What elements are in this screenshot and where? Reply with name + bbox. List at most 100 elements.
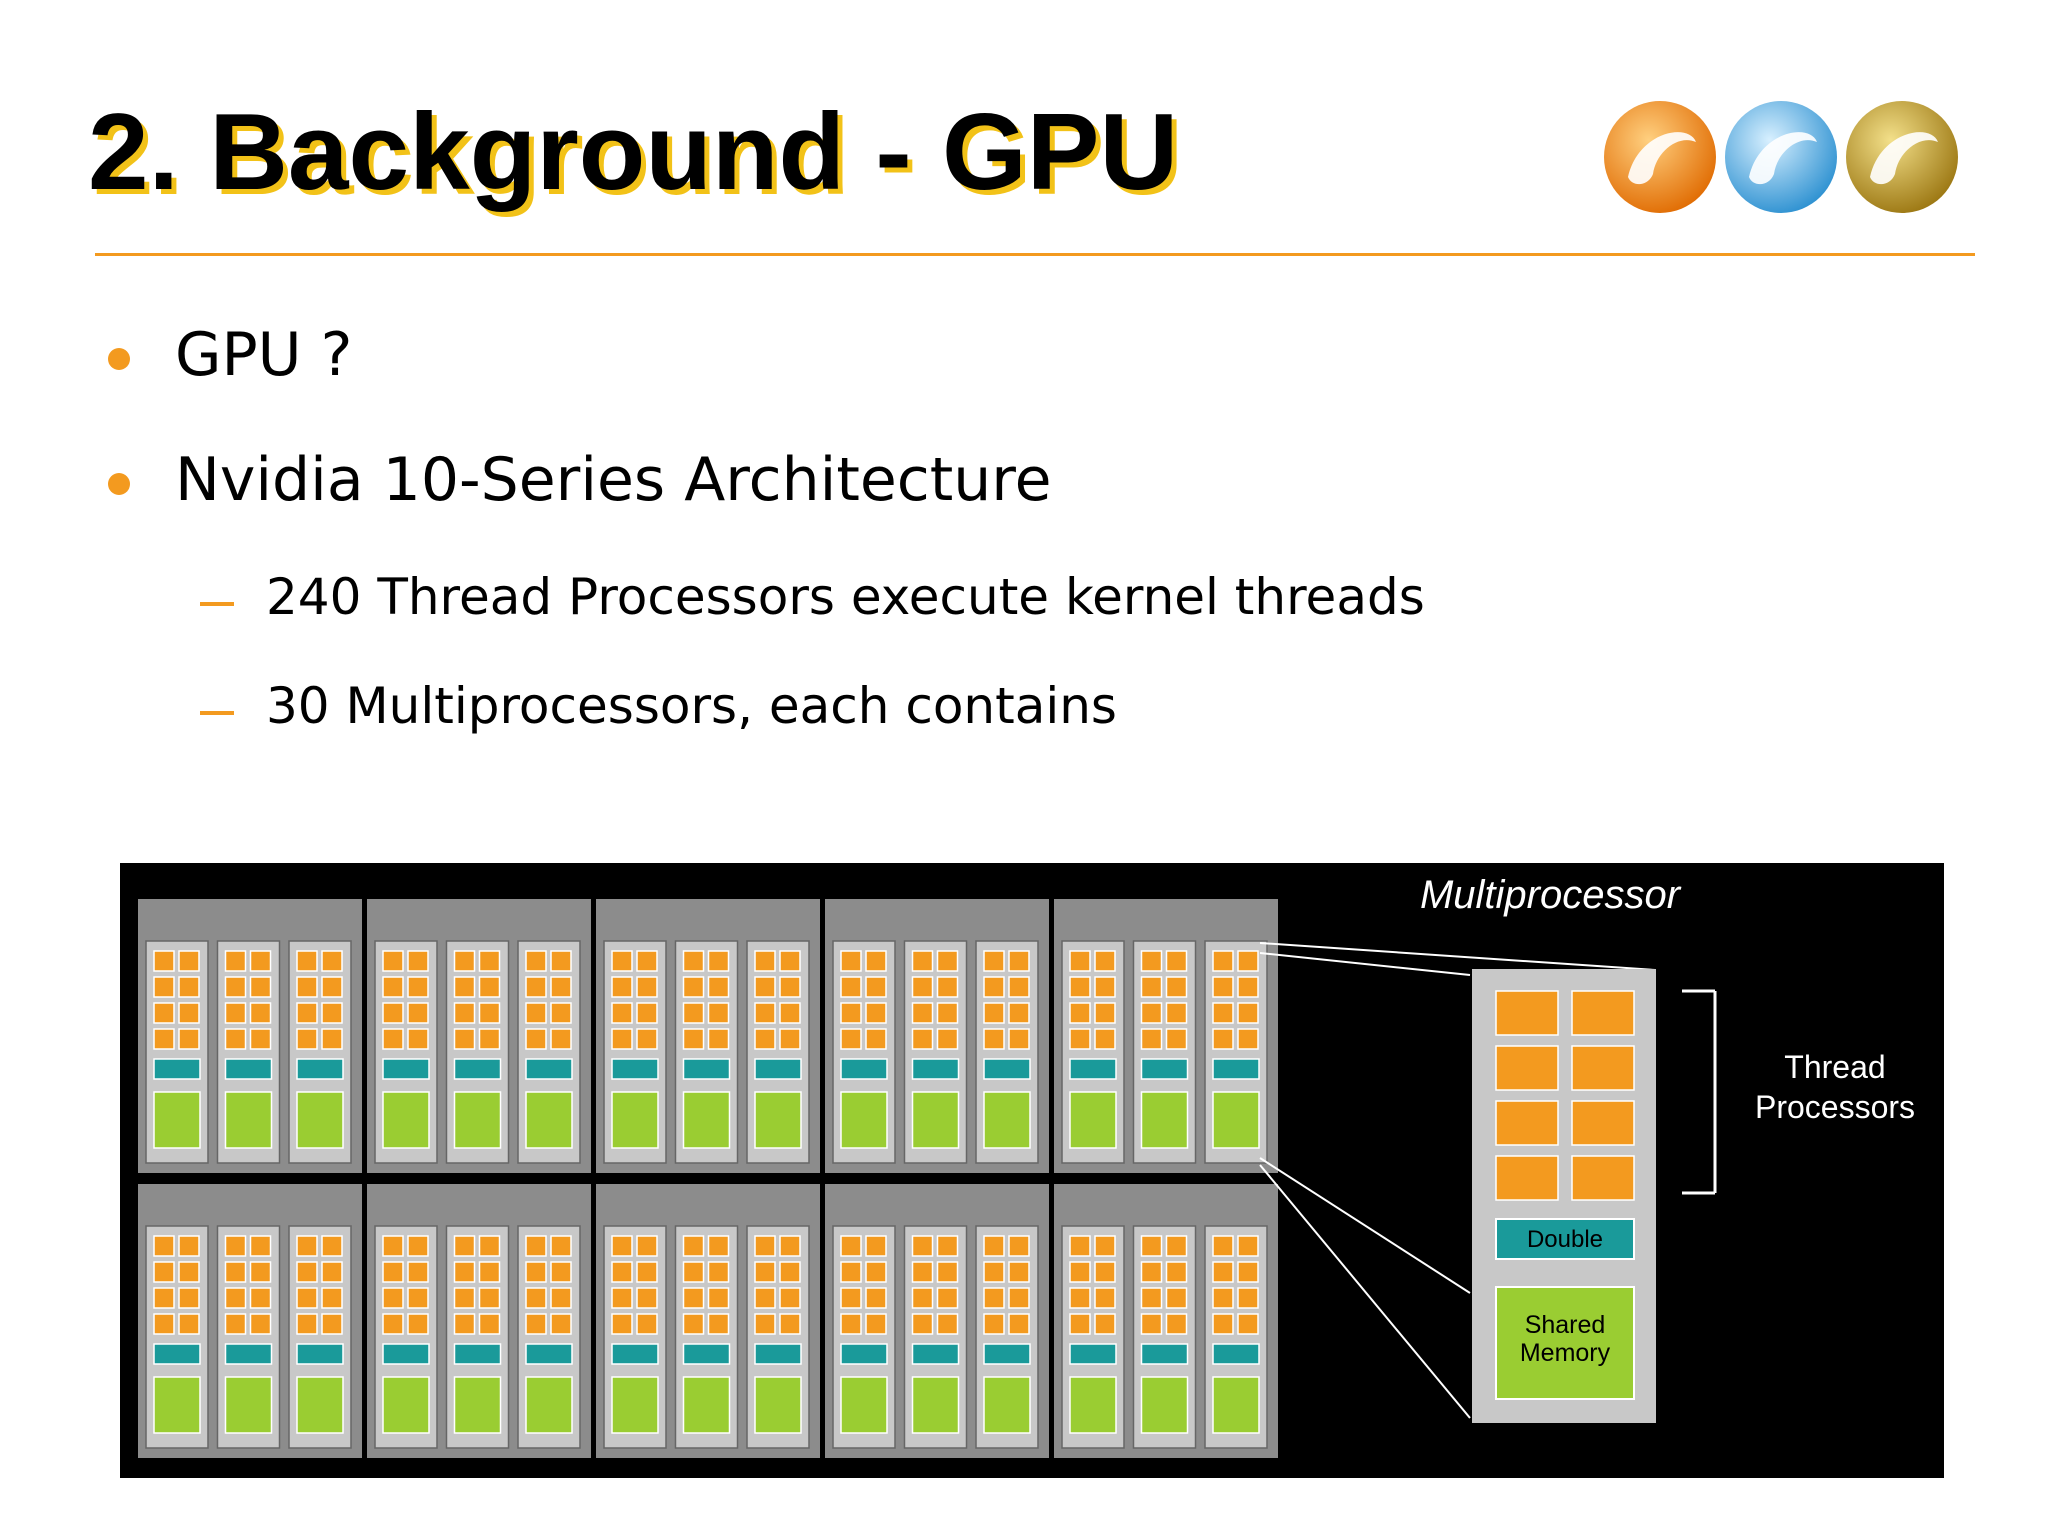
thread-processor xyxy=(1212,1028,1234,1050)
shared-memory-unit xyxy=(153,1376,201,1434)
three-rings-logo-icon xyxy=(1604,101,1958,213)
thread-processor xyxy=(224,1028,247,1050)
thread-processor xyxy=(911,950,934,972)
thread-processor xyxy=(865,1313,887,1335)
thread-processor xyxy=(936,950,959,972)
thread-processor xyxy=(636,1313,658,1335)
thread-processor xyxy=(153,1261,175,1283)
thread-processor xyxy=(754,950,776,972)
shared-memory-unit xyxy=(1212,1091,1260,1149)
thread-processor xyxy=(224,1261,247,1283)
thread-processor xyxy=(636,1002,658,1024)
thread-processor xyxy=(321,950,343,972)
shared-memory-unit xyxy=(453,1091,502,1149)
thread-processor xyxy=(911,976,934,998)
thread-processor xyxy=(865,1235,887,1257)
shared-memory-label-line1: Shared xyxy=(1525,1311,1606,1339)
thread-processor xyxy=(779,1313,801,1335)
thread-processor xyxy=(178,976,200,998)
thread-processor xyxy=(249,1002,272,1024)
thread-processor xyxy=(865,1028,887,1050)
shared-memory-unit xyxy=(1212,1376,1260,1434)
double-unit xyxy=(983,1058,1031,1080)
thread-processor xyxy=(1237,1261,1259,1283)
thread-processor xyxy=(1069,976,1091,998)
thread-processor xyxy=(840,1002,862,1024)
thread-processor xyxy=(1212,950,1234,972)
thread-processor xyxy=(707,1287,730,1309)
thread-processor xyxy=(296,1028,318,1050)
thread-processor xyxy=(1069,1313,1091,1335)
thread-processor xyxy=(478,1313,501,1335)
thread-processor xyxy=(611,976,633,998)
shared-memory-unit xyxy=(224,1376,273,1434)
thread-processor xyxy=(296,1313,318,1335)
thread-processor xyxy=(1212,1261,1234,1283)
thread-processor xyxy=(1165,1287,1188,1309)
thread-processor xyxy=(707,950,730,972)
multiprocessor-detail: Double Shared Memory xyxy=(1472,969,1656,1423)
shared-memory-unit xyxy=(611,1376,659,1434)
thread-processor xyxy=(525,1235,547,1257)
thread-processor xyxy=(224,1235,247,1257)
thread-processor xyxy=(249,1313,272,1335)
thread-processor xyxy=(707,1261,730,1283)
thread-processor xyxy=(682,1261,705,1283)
thread-processor xyxy=(224,1287,247,1309)
multiprocessor-grid xyxy=(138,899,1278,1458)
thread-processor xyxy=(153,1313,175,1335)
thread-processor xyxy=(865,976,887,998)
thread-processor xyxy=(840,1261,862,1283)
thread-processor xyxy=(478,1235,501,1257)
thread-processor xyxy=(382,1261,404,1283)
thread-processor xyxy=(478,976,501,998)
thread-processor xyxy=(407,976,429,998)
double-unit xyxy=(382,1058,430,1080)
shared-memory-unit xyxy=(1140,1091,1189,1149)
thread-processor xyxy=(1094,1235,1116,1257)
shared-memory-unit xyxy=(1140,1376,1189,1434)
shared-memory-unit xyxy=(525,1376,573,1434)
thread-processor xyxy=(178,1002,200,1024)
thread-processor xyxy=(865,1287,887,1309)
title-underline xyxy=(95,253,1975,256)
thread-processor xyxy=(936,1235,959,1257)
thread-processor xyxy=(682,950,705,972)
shared-memory-label-line2: Memory xyxy=(1520,1339,1611,1367)
thread-processor xyxy=(936,1287,959,1309)
sub-bullet-multiprocessors: 30 Multiprocessors, each contains xyxy=(266,677,1117,735)
thread-processor xyxy=(525,950,547,972)
thread-processor xyxy=(779,1235,801,1257)
thread-processor xyxy=(1069,950,1091,972)
thread-processor xyxy=(550,1261,572,1283)
thread-processor xyxy=(453,976,476,998)
shared-memory-unit xyxy=(682,1376,731,1434)
double-unit xyxy=(1069,1058,1117,1080)
thread-processor xyxy=(840,976,862,998)
zoom-lines xyxy=(1259,942,1656,1419)
shared-memory-unit xyxy=(911,1376,960,1434)
thread-processor xyxy=(453,1002,476,1024)
thread-processor xyxy=(1571,1100,1635,1146)
thread-processor xyxy=(453,1235,476,1257)
thread-processor xyxy=(636,1261,658,1283)
double-unit xyxy=(453,1343,502,1365)
thread-processor xyxy=(1094,1261,1116,1283)
thread-processor xyxy=(779,1002,801,1024)
thread-processor xyxy=(1094,1313,1116,1335)
thread-processor xyxy=(453,1313,476,1335)
thread-processor xyxy=(611,1287,633,1309)
thread-processor xyxy=(611,1313,633,1335)
thread-processor xyxy=(1140,950,1163,972)
double-unit xyxy=(153,1058,201,1080)
thread-processor xyxy=(1165,1002,1188,1024)
thread-processor xyxy=(936,976,959,998)
double-unit xyxy=(453,1058,502,1080)
thread-processors-bracket xyxy=(1682,989,1717,1195)
thread-processor xyxy=(321,1313,343,1335)
double-unit-label: Double xyxy=(1527,1226,1603,1253)
thread-processor xyxy=(525,1028,547,1050)
thread-processor xyxy=(1140,1002,1163,1024)
double-unit xyxy=(840,1343,888,1365)
thread-processor xyxy=(611,1002,633,1024)
